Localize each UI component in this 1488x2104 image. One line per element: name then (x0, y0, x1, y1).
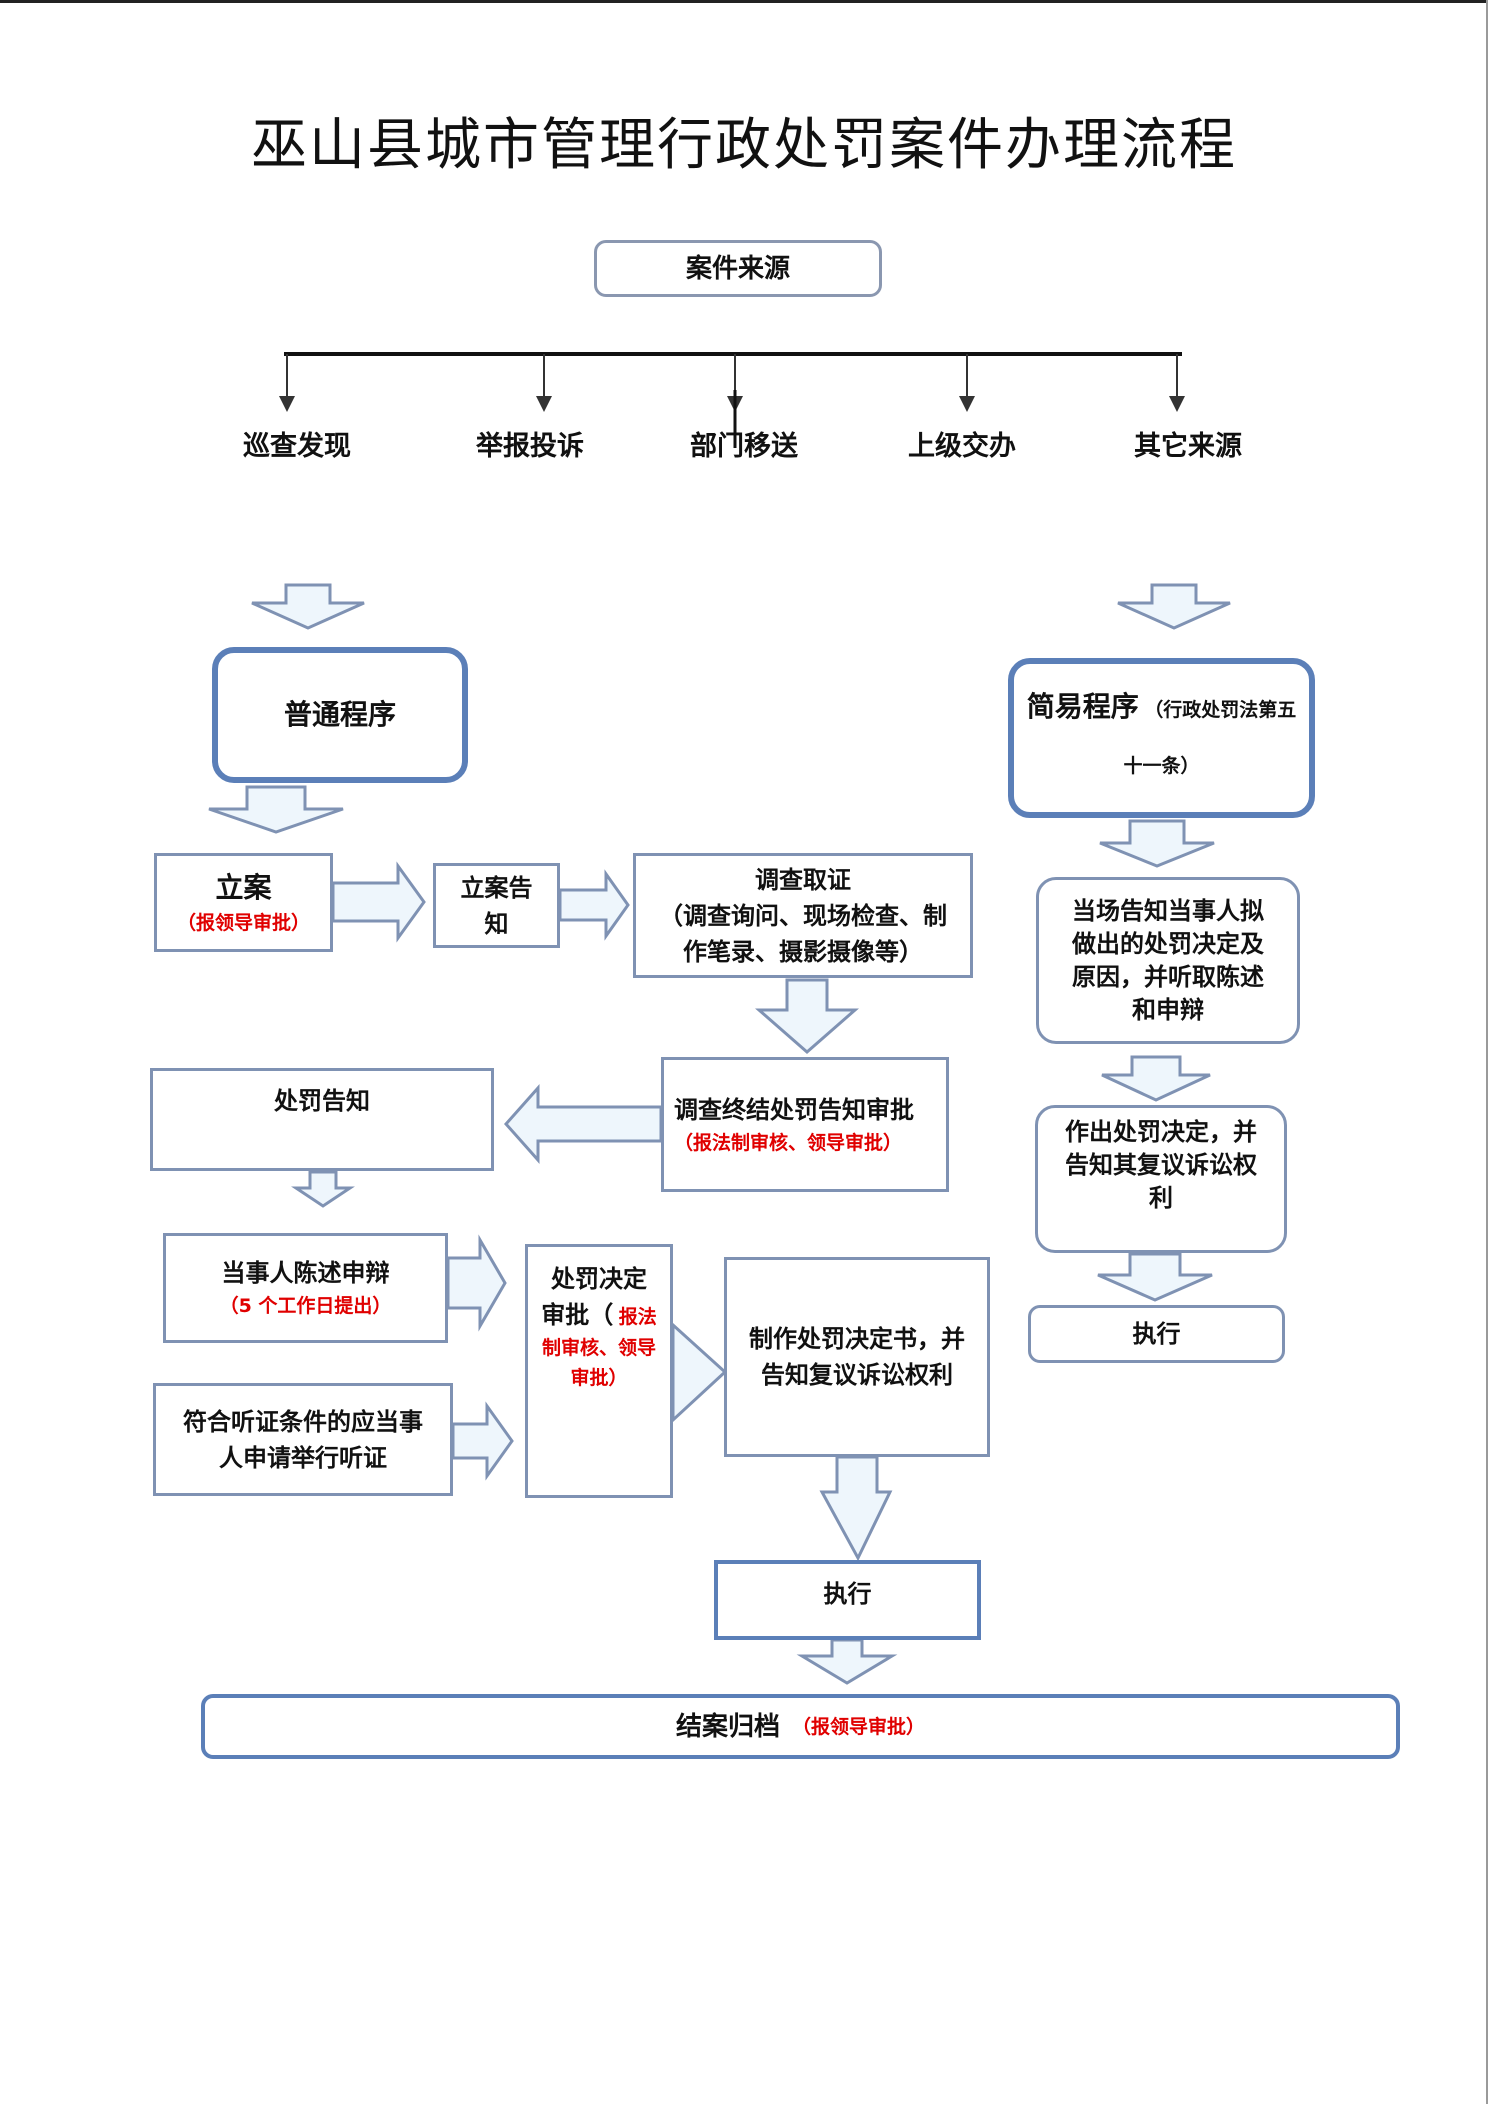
source-label-report: 举报投诉 (476, 431, 584, 462)
case-source-box: 案件来源 (594, 240, 882, 297)
decision-document-label: 制作处罚决定书，并告知复议诉讼权利 (749, 1325, 965, 1389)
right-arrow-filing-to-notice (331, 861, 426, 943)
penalty-notice-label: 处罚告知 (274, 1087, 370, 1115)
down-arrow-simple-notice-to-decision (1101, 1055, 1211, 1102)
down-arrow-document-to-execute (819, 1455, 893, 1562)
down-arrow-to-simple (1117, 583, 1231, 630)
decision-document-box: 制作处罚决定书，并告知复议诉讼权利 (724, 1257, 990, 1457)
right-arrow-notice-to-investigation (558, 869, 630, 941)
general-execution-label: 执行 (823, 1580, 872, 1608)
investigation-end-box: 调查终结处罚告知审批 （报法制审核、领导审批） (661, 1057, 949, 1192)
statement-label: 当事人陈述申辩 (221, 1259, 390, 1287)
investigation-end-note: （报法制审核、领导审批） (674, 1131, 903, 1154)
simple-decision-label: 作出处罚决定，并告知其复议诉讼权利 (1065, 1118, 1257, 1212)
down-arrow-execute-to-closing (796, 1638, 898, 1685)
penalty-notice-box: 处罚告知 (150, 1068, 494, 1171)
on-site-notice-label: 当场告知当事人拟做出的处罚决定及原因，并听取陈述和申辩 (1072, 896, 1264, 1024)
filing-note: （报领导审批） (176, 911, 310, 934)
down-arrow-to-general (251, 583, 365, 630)
hearing-label: 符合听证条件的应当事人申请举行听证 (183, 1407, 423, 1472)
decision-approval-note: 报法制审核、领导审批） (541, 1306, 657, 1389)
simple-decision-box: 作出处罚决定，并告知其复议诉讼权利 (1035, 1105, 1287, 1253)
down-arrow-simple-to-notice (1099, 819, 1215, 868)
page-title: 巫山县城市管理行政处罚案件办理流程 (251, 113, 1237, 178)
general-procedure-label: 普通程序 (283, 698, 396, 731)
closing-note: （报领导审批） (792, 1715, 926, 1738)
source-label-other: 其它来源 (1134, 431, 1242, 462)
page-top-border (0, 0, 1488, 3)
filing-label: 立案 (215, 870, 272, 904)
down-arrow-general-to-filing (208, 785, 344, 834)
hearing-box: 符合听证条件的应当事人申请举行听证 (153, 1383, 453, 1496)
source-label-patrol: 巡查发现 (243, 431, 351, 462)
decision-approval-box: 处罚决定审批（ 报法制审核、领导审批） (525, 1244, 673, 1498)
filing-notice-box: 立案告知 (433, 863, 560, 948)
simple-execution-box: 执行 (1028, 1305, 1285, 1363)
investigation-label: 调查取证 (755, 865, 851, 894)
case-source-label: 案件来源 (685, 253, 790, 284)
right-arrow-hearing-to-approval (451, 1401, 514, 1481)
investigation-end-label: 调查终结处罚告知审批 (674, 1095, 914, 1124)
investigation-box: 调查取证 （调查询问、现场检查、制作笔录、摄影摄像等） (633, 853, 973, 978)
closing-label: 结案归档 (675, 1711, 780, 1742)
down-arrow-notice-to-statement (291, 1170, 355, 1208)
statement-box: 当事人陈述申辩 （5 个工作日提出） (163, 1233, 448, 1343)
right-arrow-approval-to-document (671, 1321, 728, 1424)
general-procedure-box: 普通程序 (212, 647, 468, 783)
down-arrow-investigation-to-end (755, 978, 859, 1054)
decision-approval-label: 处罚决定审批（ (541, 1265, 647, 1329)
investigation-detail: （调查询问、现场检查、制作笔录、摄影摄像等） (659, 901, 947, 966)
simple-execution-label: 执行 (1132, 1320, 1181, 1348)
general-execution-box: 执行 (714, 1560, 981, 1640)
left-arrow-end-to-notice (503, 1084, 663, 1164)
filing-box: 立案 （报领导审批） (154, 853, 333, 952)
source-label-transfer: 部门移送 (690, 431, 798, 462)
right-arrow-statement-to-approval (446, 1234, 507, 1332)
simple-procedure-box: 简易程序 （行政处罚法第五十一条） (1008, 658, 1315, 818)
on-site-notice-box: 当场告知当事人拟做出的处罚决定及原因，并听取陈述和申辩 (1036, 877, 1300, 1044)
simple-procedure-note: （行政处罚法第五十一条） (1123, 699, 1297, 777)
statement-note: （5 个工作日提出） (219, 1295, 392, 1317)
simple-procedure-label: 简易程序 (1026, 690, 1139, 723)
down-arrow-simple-decision-to-execute (1097, 1252, 1213, 1302)
page-right-border (1486, 0, 1488, 2104)
source-label-superior: 上级交办 (908, 431, 1016, 462)
closing-box: 结案归档 （报领导审批） (201, 1694, 1400, 1759)
filing-notice-label: 立案告知 (460, 873, 533, 938)
